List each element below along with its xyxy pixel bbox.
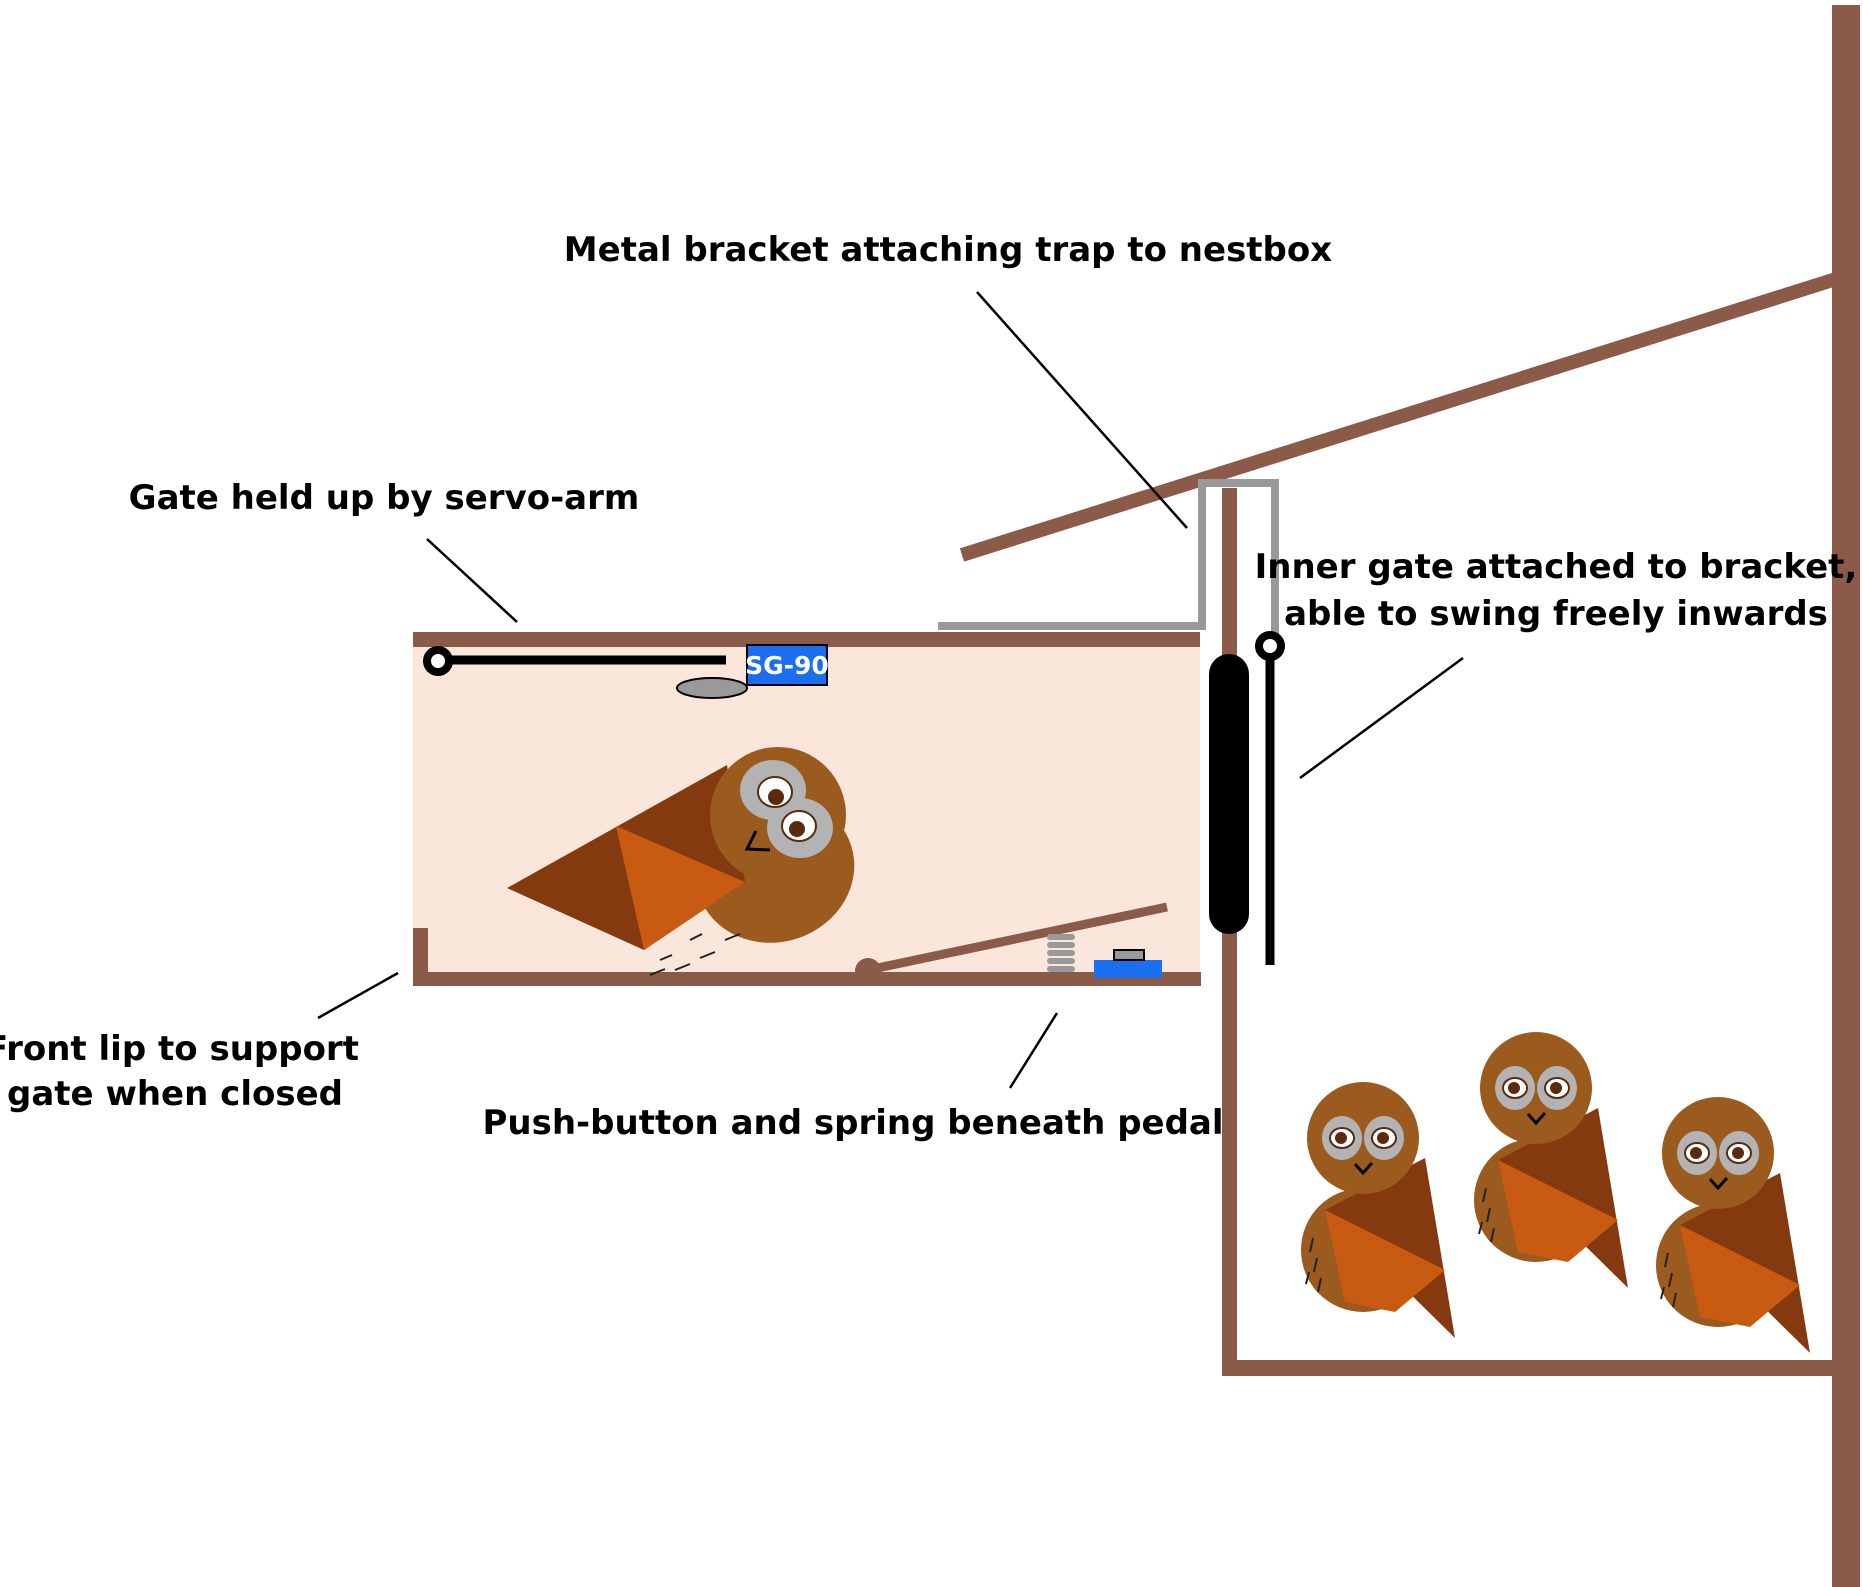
nestbox-roof: [959, 272, 1839, 562]
trap-floor: [413, 972, 1201, 986]
owlet-middle: [1472, 1030, 1630, 1290]
label-front-lip-line1: Front lip to support: [0, 1029, 359, 1069]
spring: [1047, 934, 1075, 972]
servo-label: SG-90: [745, 651, 829, 680]
owlet-right: [1654, 1095, 1812, 1355]
leader-line-front-lip: [317, 971, 399, 1020]
push-button-base: [1094, 960, 1162, 978]
push-button-cap: [1113, 949, 1145, 961]
leader-line-inner-gate: [1299, 656, 1464, 780]
pedal-pivot: [855, 958, 881, 984]
owl-beak: [744, 830, 771, 852]
trapped-owl: [507, 747, 855, 976]
owlet-left: [1299, 1080, 1457, 1340]
trap-front-lip: [413, 928, 428, 986]
owl-pupil-upper: [768, 789, 784, 805]
servo-arm-pivot: [423, 646, 453, 676]
trap-roof: [413, 632, 1200, 647]
nestbox-back-post: [1832, 5, 1860, 1587]
leader-line-push-button: [1008, 1012, 1059, 1089]
gate-raised: [1209, 654, 1249, 934]
pedal: [867, 902, 1168, 975]
servo-motor: [746, 644, 828, 686]
owl-wing-light: [616, 826, 745, 950]
leader-line-bracket: [976, 291, 1188, 529]
inner-gate-pivot: [1255, 631, 1285, 661]
label-front-lip-line2: gate when closed: [7, 1074, 343, 1114]
owl-feather-marks: [649, 933, 741, 976]
label-inner-gate-line1: Inner gate attached to bracket,: [1255, 547, 1858, 587]
nestbox-floor: [1222, 1360, 1836, 1376]
servo-horn: [676, 677, 748, 699]
owl-pupil-lower: [789, 821, 805, 837]
label-inner-gate-line2: able to swing freely inwards: [1284, 594, 1828, 634]
leader-line-gate-held: [426, 538, 518, 623]
label-bracket: Metal bracket attaching trap to nestbox: [564, 230, 1332, 270]
label-push-button: Push-button and spring beneath pedal: [482, 1103, 1223, 1143]
metal-bracket: [938, 479, 1279, 640]
label-gate-held: Gate held up by servo-arm: [129, 478, 640, 518]
